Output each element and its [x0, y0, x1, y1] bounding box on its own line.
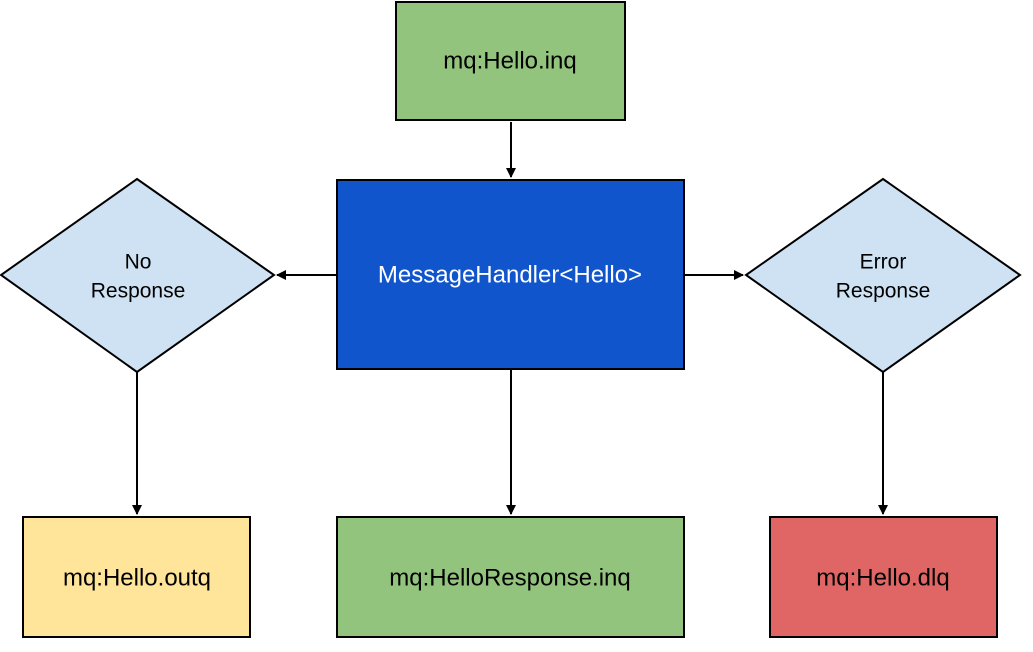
out-queue-label: mq:Hello.outq — [63, 564, 211, 591]
no-response-label-line-1: No — [125, 251, 152, 274]
input-queue-box — [395, 1, 626, 121]
no-response-decision: No Response — [0, 177, 276, 374]
out-queue-node: mq:Hello.outq — [22, 516, 251, 638]
no-response-label-line-2: Response — [91, 280, 186, 303]
handler-label: MessageHandler<Hello> — [378, 261, 642, 288]
error-response-label-line-2: Response — [836, 280, 931, 303]
input-queue-label: mq:Hello.inq — [443, 47, 576, 74]
handler-node: MessageHandler<Hello> — [336, 179, 685, 370]
response-queue-node: mq:HelloResponse.inq — [336, 516, 685, 638]
handler-box — [336, 179, 685, 370]
input-queue-node: mq:Hello.inq — [395, 1, 626, 121]
dead-letter-queue-box — [769, 516, 998, 638]
no-response-diamond — [0, 177, 276, 374]
error-response-diamond — [744, 177, 1022, 374]
dead-letter-queue-label: mq:Hello.dlq — [816, 564, 949, 591]
response-queue-label: mq:HelloResponse.inq — [389, 564, 630, 591]
response-queue-box — [336, 516, 685, 638]
dead-letter-queue-node: mq:Hello.dlq — [769, 516, 998, 638]
error-response-label-line-1: Error — [860, 251, 907, 274]
error-response-decision: Error Response — [744, 177, 1022, 374]
out-queue-box — [22, 516, 251, 638]
